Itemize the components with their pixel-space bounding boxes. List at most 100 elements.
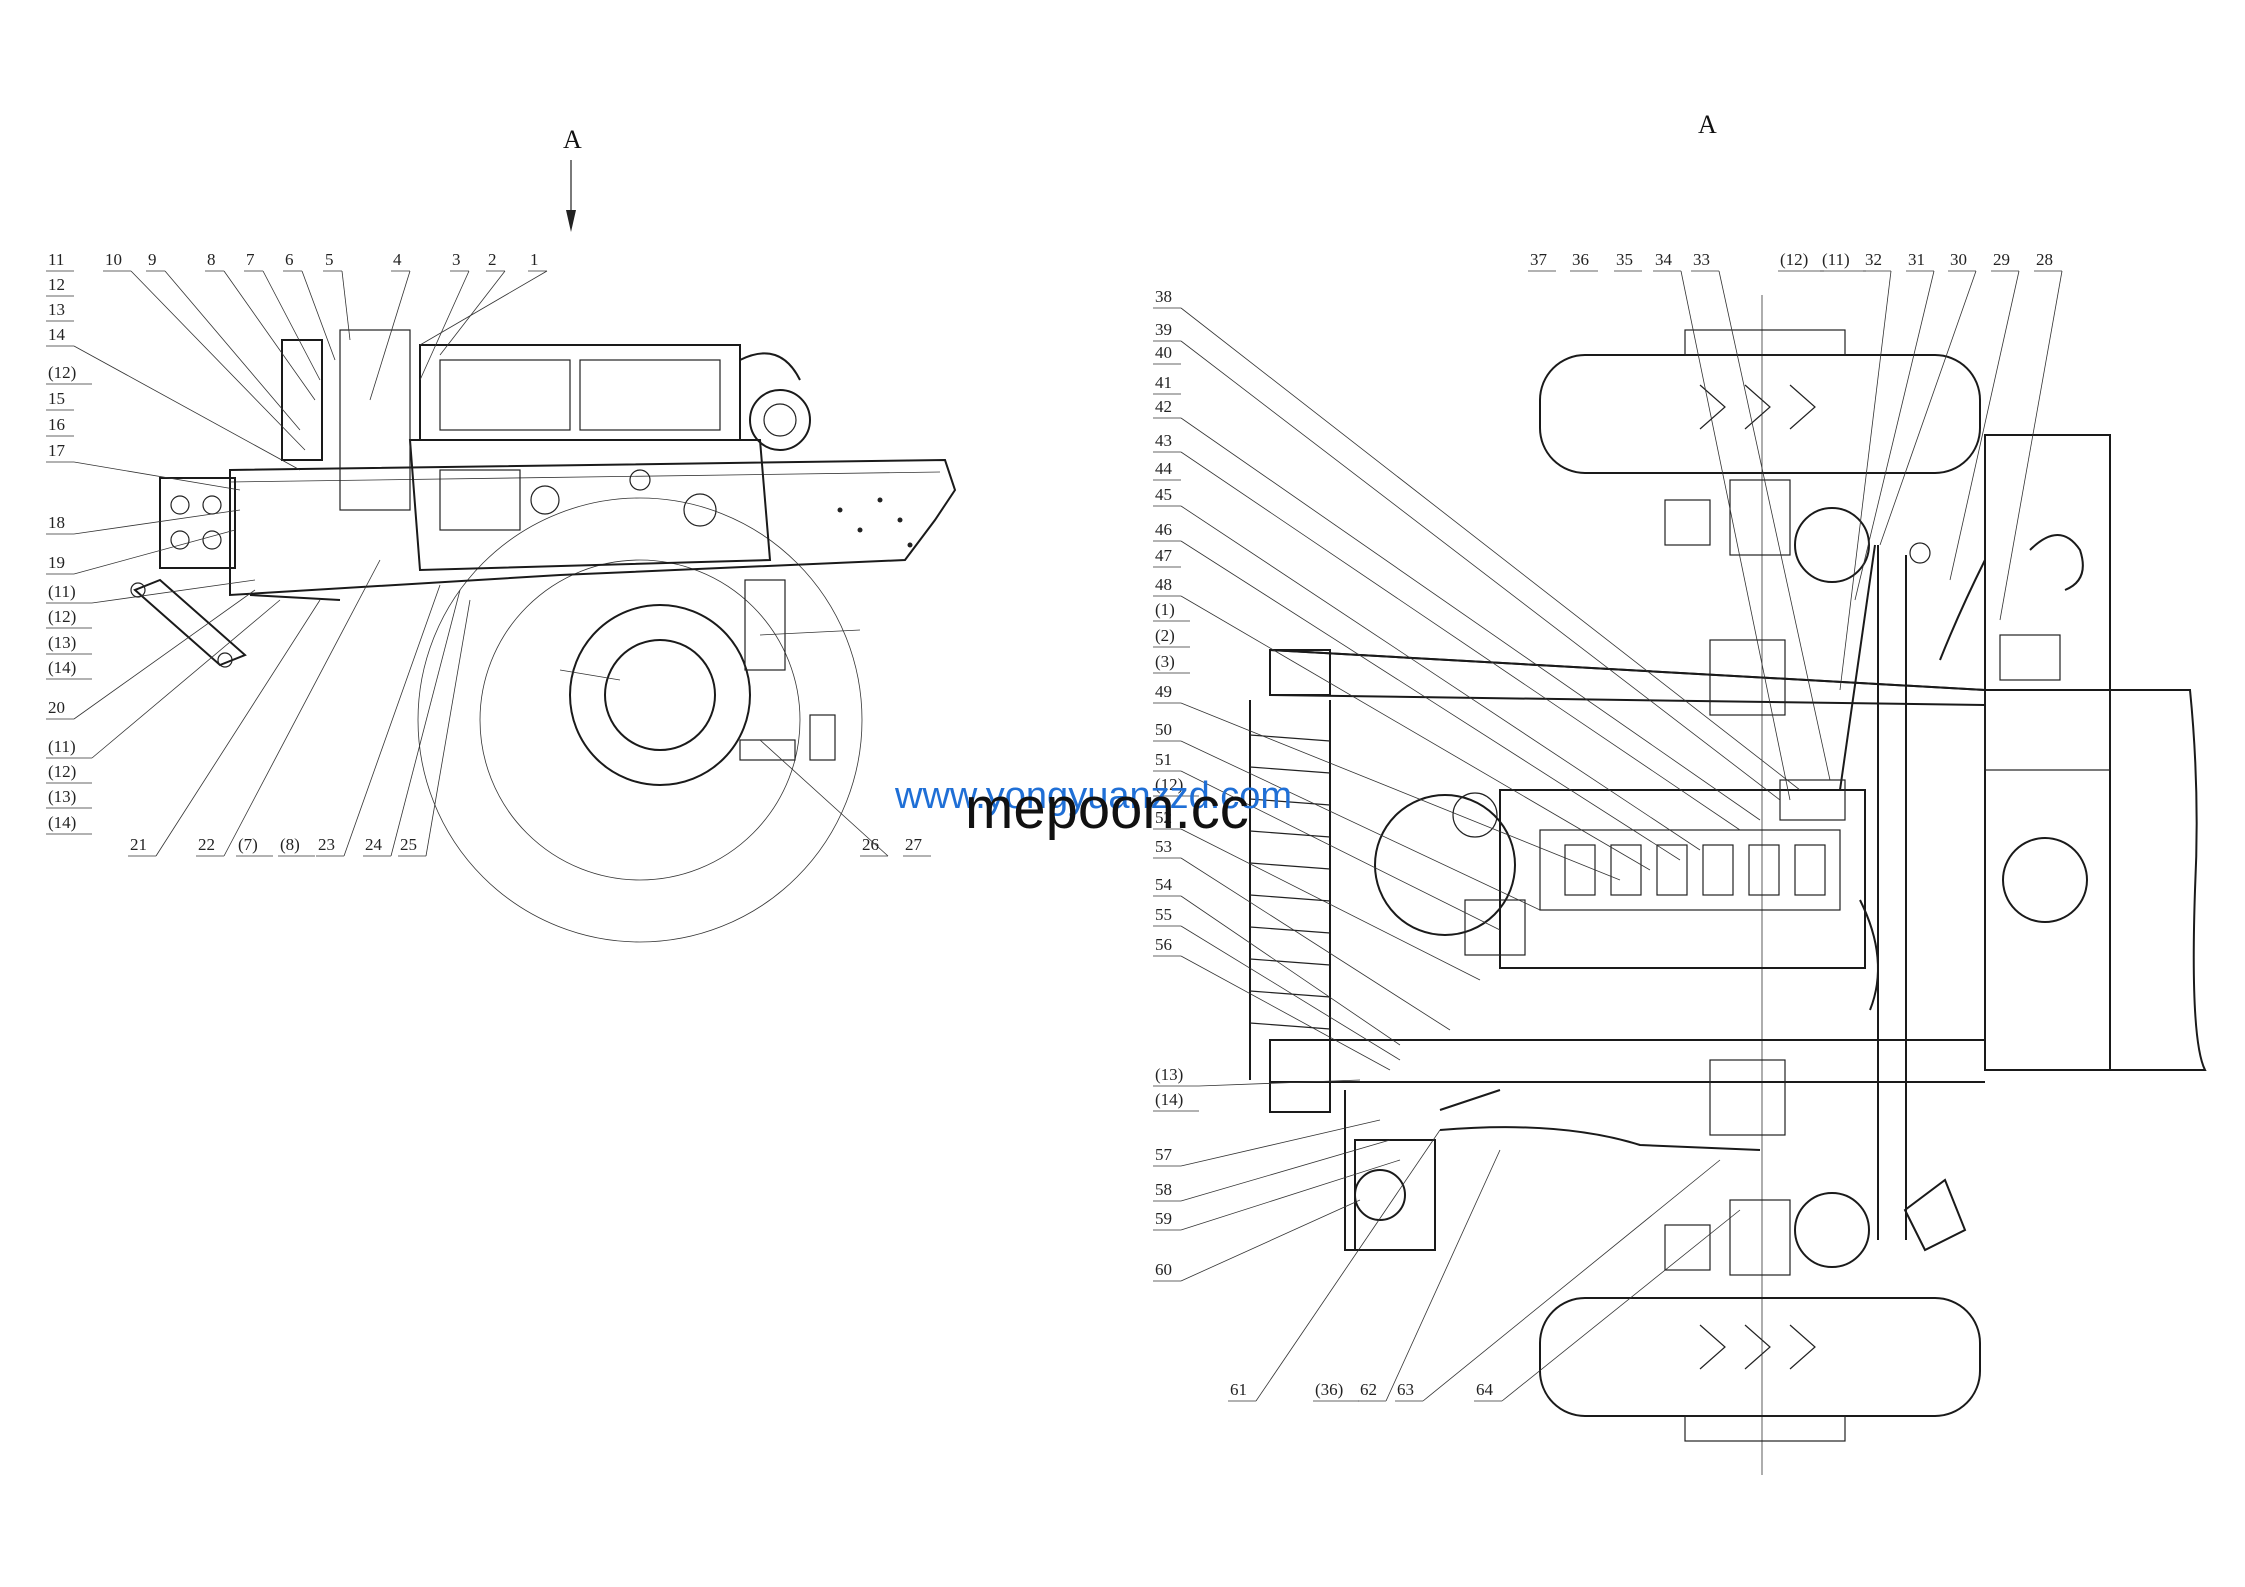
- left-callout-13: 14: [48, 325, 66, 344]
- turbo-pipe: [739, 352, 801, 381]
- right-leader-0: [1999, 270, 2063, 621]
- left-callout-27: (13): [48, 787, 76, 806]
- arm-pivot-2: [217, 652, 233, 668]
- right-callout-25: (3): [1155, 652, 1175, 671]
- right-callout-18: 44: [1155, 459, 1173, 478]
- crossmember-plate: [1984, 689, 2111, 771]
- right-callout-21: 47: [1155, 546, 1173, 565]
- engine-panel-b: [579, 359, 721, 431]
- tread-top: [1699, 384, 1816, 430]
- tie-rod: [249, 594, 341, 601]
- right-callout-24: (2): [1155, 626, 1175, 645]
- right-callout-0: 28: [2036, 250, 2053, 269]
- left-callout-20: (11): [48, 582, 76, 601]
- top-view: A: [1249, 110, 2207, 1475]
- right-callout-41: 61: [1230, 1380, 1247, 1399]
- rail-edge: [229, 471, 941, 483]
- right-callout-39: 59: [1155, 1209, 1172, 1228]
- radiator-fin: [1249, 766, 1331, 774]
- pump-mount: [739, 739, 796, 761]
- left-leader-2: [419, 270, 470, 381]
- right-rail-outline: [1269, 649, 2207, 1071]
- left-leader-7: [223, 270, 316, 401]
- right-callout-42: (36): [1315, 1380, 1343, 1399]
- right-callout-31: 53: [1155, 837, 1172, 856]
- engine-top-view: [1499, 789, 1866, 969]
- right-callout-15: 41: [1155, 373, 1172, 392]
- right-leader-38: [1180, 1139, 1391, 1202]
- rail-top-inner: [1269, 694, 1986, 706]
- right-leader-3: [1854, 270, 1935, 601]
- chassis-rail: [229, 458, 957, 597]
- hub-top: [1729, 479, 1791, 556]
- left-leader-8: [164, 270, 301, 431]
- right-leader-33: [1180, 925, 1401, 1061]
- left-leader-30: [223, 559, 381, 857]
- view-arrow-head: [566, 210, 576, 232]
- left-leader-18: [73, 509, 241, 535]
- right-callout-43: 62: [1360, 1380, 1377, 1399]
- right-leader-27: [1180, 740, 1541, 911]
- view-letter-right: A: [1698, 110, 1717, 139]
- view-letter-left: A: [563, 125, 582, 154]
- left-callout-31: (7): [238, 835, 258, 854]
- right-leader-31: [1180, 857, 1451, 1031]
- left-callout-35: 25: [400, 835, 417, 854]
- right-callout-45: 64: [1476, 1380, 1494, 1399]
- radiator-fin: [1249, 862, 1331, 870]
- left-leader-35: [425, 599, 471, 857]
- right-leader-41: [1255, 1129, 1441, 1402]
- right-callout-27: 50: [1155, 720, 1172, 739]
- right-callout-6: (12): [1780, 250, 1808, 269]
- right-callout-23: (1): [1155, 600, 1175, 619]
- right-callout-13: 39: [1155, 320, 1172, 339]
- radiator-fin: [1249, 990, 1331, 998]
- left-bracket: [159, 477, 236, 569]
- left-leader-33: [343, 584, 441, 857]
- right-leader-44: [1422, 1159, 1721, 1402]
- left-callout-21: (12): [48, 607, 76, 626]
- bracket-hole-3: [170, 530, 190, 550]
- caliper-bottom: [1664, 1224, 1711, 1271]
- right-callout-22: 48: [1155, 575, 1172, 594]
- right-callout-1: 29: [1993, 250, 2010, 269]
- steering-gear-sector: [1354, 1169, 1406, 1221]
- right-callout-12: 38: [1155, 287, 1172, 306]
- left-part-labels: 1234567891011121314(12)1516171819(11)(12…: [46, 250, 931, 857]
- right-callout-32: 54: [1155, 875, 1173, 894]
- mount-top: [1709, 639, 1786, 716]
- right-leader-17: [1180, 451, 1741, 831]
- front-accessory: [1464, 899, 1526, 956]
- engine-panel-a: [439, 359, 571, 431]
- right-leader-13: [1180, 340, 1781, 801]
- right-callout-17: 43: [1155, 431, 1172, 450]
- crossmember-right: [1984, 434, 2111, 1071]
- gear-housing: [744, 579, 786, 671]
- front-cover: [339, 329, 411, 511]
- left-leader-34: [390, 589, 461, 857]
- left-callout-10: 11: [48, 250, 64, 269]
- left-callout-9: 10: [105, 250, 122, 269]
- cylinder-head: [1794, 844, 1826, 896]
- rail-top-edge: [1269, 649, 1986, 691]
- axle-hub-inner: [604, 639, 716, 751]
- right-callout-44: 63: [1397, 1380, 1414, 1399]
- right-callout-30: 52: [1155, 808, 1172, 827]
- right-leader-40: [1180, 1199, 1361, 1282]
- mount-line: [559, 669, 621, 681]
- engine-side-plate: [439, 469, 521, 531]
- steering-arm: [133, 578, 247, 667]
- right-callout-5: (11): [1822, 250, 1850, 269]
- cylinder-head: [1610, 844, 1642, 896]
- wheel-outer-circle: [417, 497, 863, 943]
- mount-bottom: [1709, 1059, 1786, 1136]
- caliper-top: [1664, 499, 1711, 546]
- right-callout-40: 60: [1155, 1260, 1172, 1279]
- right-callout-29: (12): [1155, 775, 1183, 794]
- left-leader-0: [419, 270, 548, 346]
- hub-cap-top: [1684, 329, 1846, 356]
- right-leader-37: [1180, 1119, 1381, 1167]
- left-leader-9: [130, 270, 306, 451]
- right-callout-19: 45: [1155, 485, 1172, 504]
